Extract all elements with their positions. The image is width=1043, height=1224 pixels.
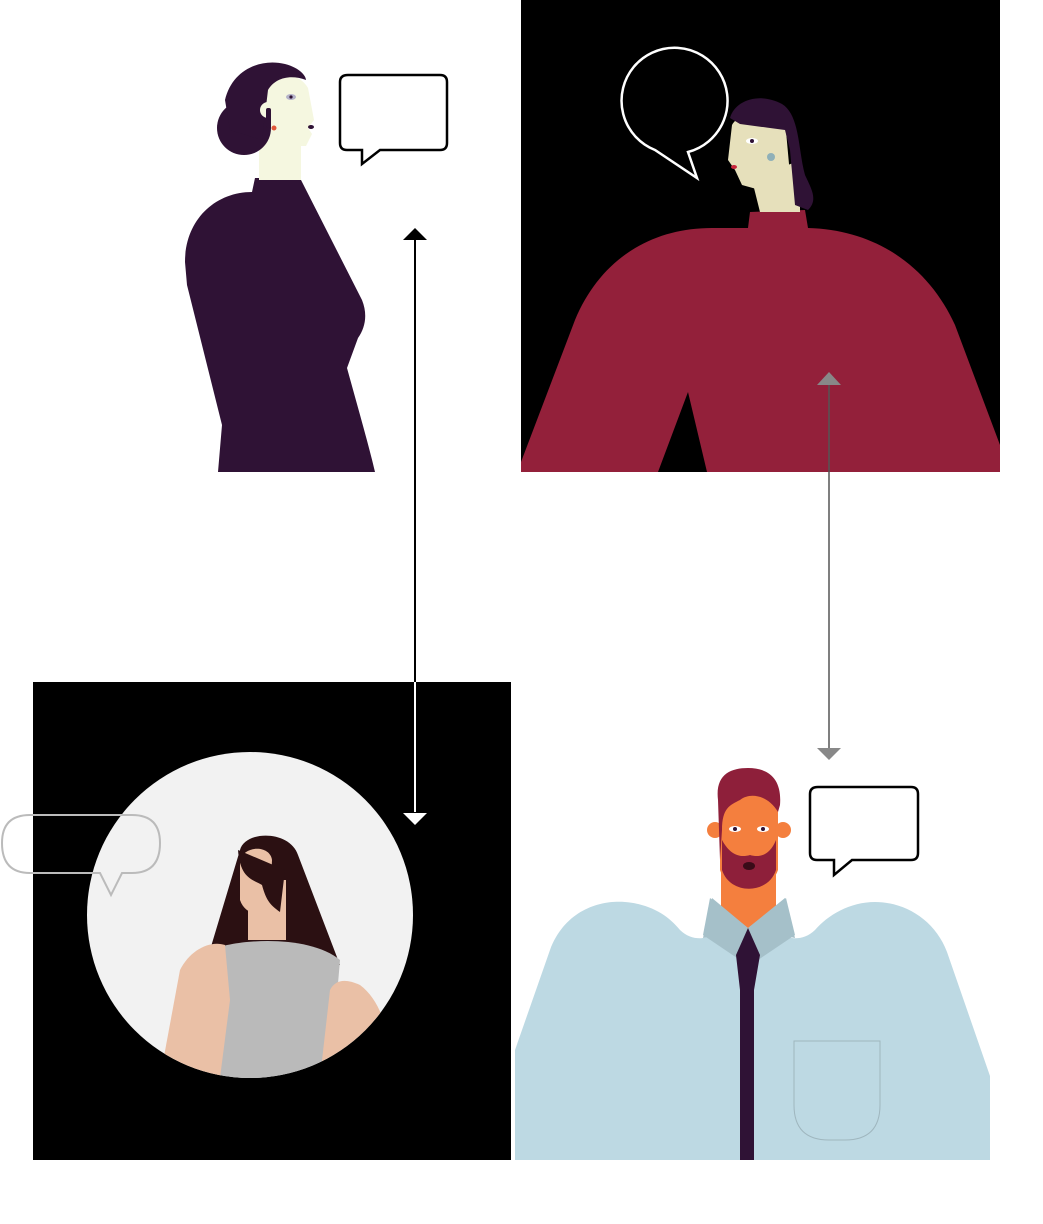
speech-bubble-icon (808, 785, 920, 878)
arrow-up-icon (817, 372, 841, 385)
arrow-down-icon (403, 813, 427, 825)
speech-bubble-icon (620, 46, 729, 182)
person-top-left (185, 62, 375, 472)
person-bottom-right (515, 768, 990, 1160)
speech-bubble-icon (0, 814, 162, 898)
arrow-left-connector (403, 228, 427, 825)
arrow-down-icon (817, 748, 841, 760)
speech-bubble-icon (338, 73, 449, 167)
video-panel-bottom-left (0, 682, 511, 1160)
arrow-up-icon (403, 228, 427, 240)
arrow-right-connector (817, 372, 841, 760)
video-panel-top-right (521, 0, 1000, 472)
